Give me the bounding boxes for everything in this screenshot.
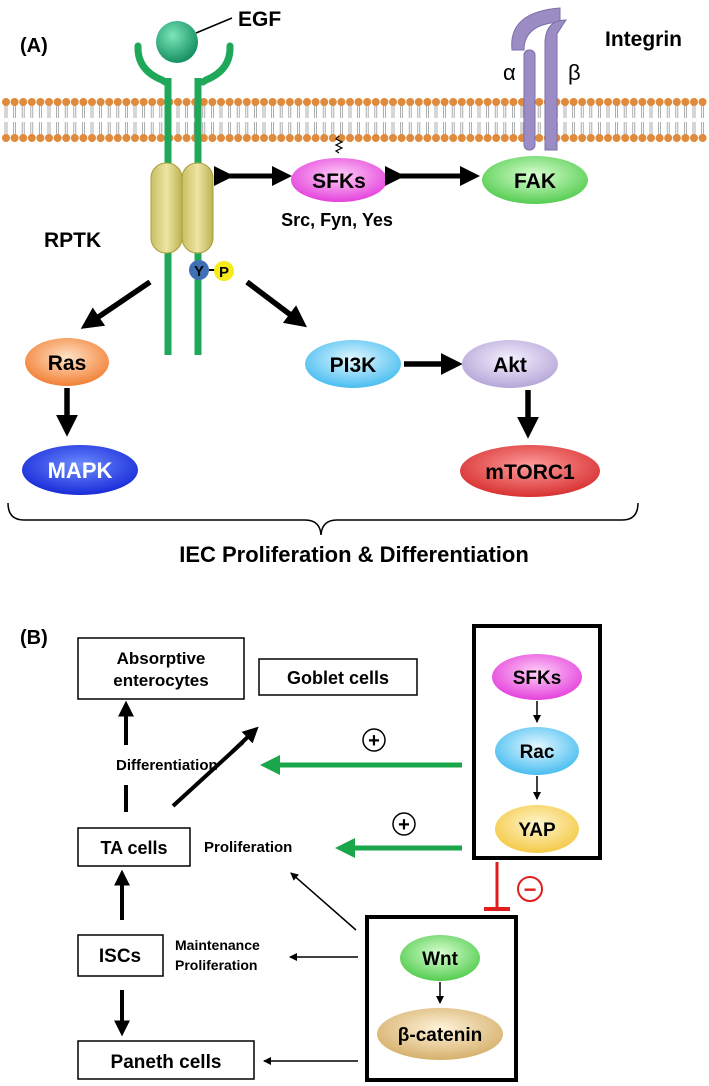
rptk-label: RPTK: [44, 229, 101, 252]
rptk-ras-arrow: [80, 279, 152, 329]
minus-sign: −: [517, 876, 543, 902]
sfks-b-label: SFKs: [513, 668, 562, 689]
proliferation-label: Proliferation: [204, 839, 292, 856]
ras-node: [25, 338, 109, 386]
absorptive-label-line1: Absorptive: [117, 649, 206, 668]
svg-text:−: −: [524, 877, 537, 902]
cell-membrane: [2, 98, 707, 142]
plus-sign-proliferation: +: [392, 812, 416, 836]
integrin-label: Integrin: [605, 28, 682, 51]
yap-node: [495, 805, 579, 853]
wnt-catenin-module: [365, 915, 518, 1082]
sfks-node: [291, 158, 387, 202]
goblet-label: Goblet cells: [287, 668, 389, 688]
yap-label: YAP: [518, 820, 556, 841]
panel-a-label: (A): [20, 35, 48, 57]
paneth-cells-box: [77, 1040, 255, 1080]
fak-node: [482, 156, 588, 204]
outcome-label: IEC Proliferation & Differentiation: [179, 542, 529, 567]
wnt-label: Wnt: [422, 949, 459, 970]
mapk-label: MAPK: [48, 458, 113, 483]
beta-catenin-node: [377, 1008, 503, 1060]
sfks-b-node: [492, 654, 582, 700]
rac-label: Rac: [520, 742, 555, 763]
phosphate-group: [214, 261, 234, 281]
fak-label: FAK: [514, 170, 556, 193]
pi3k-label: PI3K: [330, 354, 377, 377]
rptk-pi3k-arrow: [245, 279, 308, 328]
tyrosine-residue: [189, 260, 209, 280]
sfks-label: SFKs: [312, 170, 366, 193]
kinase-domain-right: [181, 162, 214, 254]
y-label: Y: [194, 263, 204, 280]
mtorc1-node: [460, 445, 600, 497]
egf-ligand: [156, 21, 198, 63]
akt-label: Akt: [493, 354, 527, 377]
sfks-rac-yap-module: [472, 624, 602, 860]
akt-node: [462, 340, 558, 388]
paneth-label: Paneth cells: [111, 1052, 222, 1073]
rac-node: [495, 727, 579, 775]
iscs-box: [77, 934, 164, 977]
absorptive-label-line2: enterocytes: [113, 671, 208, 690]
ta-cells-label: TA cells: [100, 838, 167, 858]
svg-text:+: +: [368, 730, 380, 752]
maintenance-label-line1: Maintenance: [175, 937, 260, 953]
wnt-node: [400, 935, 480, 981]
plus-sign-differentiation: +: [362, 728, 386, 752]
ta-cells-box: [77, 827, 191, 867]
p-label: P: [219, 264, 229, 281]
absorptive-enterocytes-box: [77, 637, 245, 700]
iscs-label: ISCs: [99, 946, 141, 967]
pi3k-node: [305, 340, 401, 388]
ras-label: Ras: [48, 352, 87, 375]
mtorc1-label: mTORC1: [485, 461, 575, 484]
alpha-label: α: [503, 60, 516, 85]
svg-text:+: +: [398, 814, 410, 836]
sfks-membrane-anchor: [334, 135, 344, 154]
mapk-node: [22, 445, 138, 495]
outcome-brace: [7, 502, 639, 536]
maintenance-label-line2: Proliferation: [175, 957, 257, 973]
wnt-to-proliferation-arrow: [290, 872, 357, 931]
beta-catenin-label: β-catenin: [398, 1025, 482, 1046]
integrin-receptor: [511, 7, 567, 151]
sfks-members-label: Src, Fyn, Yes: [281, 210, 393, 230]
differentiation-label: Differentiation: [116, 757, 218, 774]
kinase-domain-left: [150, 162, 183, 254]
rptk-receptor: [134, 42, 234, 355]
egf-label: EGF: [238, 8, 281, 31]
egf-callout-line: [195, 17, 233, 34]
diff-to-goblet-arrow: [171, 740, 245, 808]
diff-to-goblet-arrowhead: [230, 726, 259, 754]
beta-label: β: [568, 60, 581, 85]
goblet-cells-box: [258, 658, 418, 696]
panel-b-label: (B): [20, 627, 48, 649]
